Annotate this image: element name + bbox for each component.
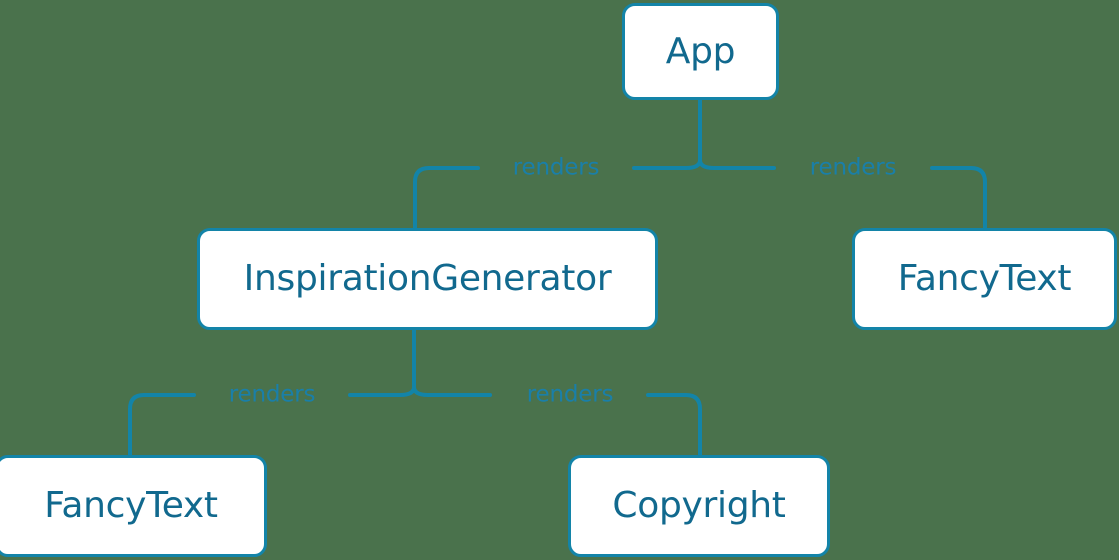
edge-label-app-fancytext: renders: [809, 154, 897, 181]
node-copyright[interactable]: Copyright: [568, 455, 830, 557]
node-app[interactable]: App: [622, 3, 779, 100]
edge-inspiration-junction: [398, 385, 430, 397]
edge-inspiration-fancytext-left-seg: [128, 393, 196, 457]
edge-label-app-inspiration: renders: [512, 154, 600, 181]
edge-app-junction: [684, 158, 716, 170]
edge-app-inspiration-left-seg: [413, 166, 480, 230]
edge-inspiration-copyright-right-seg: [646, 393, 702, 457]
node-inspiration-generator[interactable]: InspirationGenerator: [197, 228, 658, 330]
edge-label-inspiration-copyright: renders: [526, 381, 614, 408]
node-fancytext-right[interactable]: FancyText: [852, 228, 1117, 330]
node-app-label: App: [665, 30, 736, 72]
node-fancytext-bottom-label: FancyText: [44, 485, 218, 526]
node-inspiration-generator-label: InspirationGenerator: [243, 258, 612, 299]
node-copyright-label: Copyright: [612, 485, 786, 526]
edge-label-inspiration-fancytext: renders: [228, 381, 316, 408]
node-fancytext-right-label: FancyText: [897, 258, 1072, 299]
node-fancytext-bottom[interactable]: FancyText: [0, 455, 267, 557]
edge-app-fancytext-right-seg: [930, 166, 987, 230]
